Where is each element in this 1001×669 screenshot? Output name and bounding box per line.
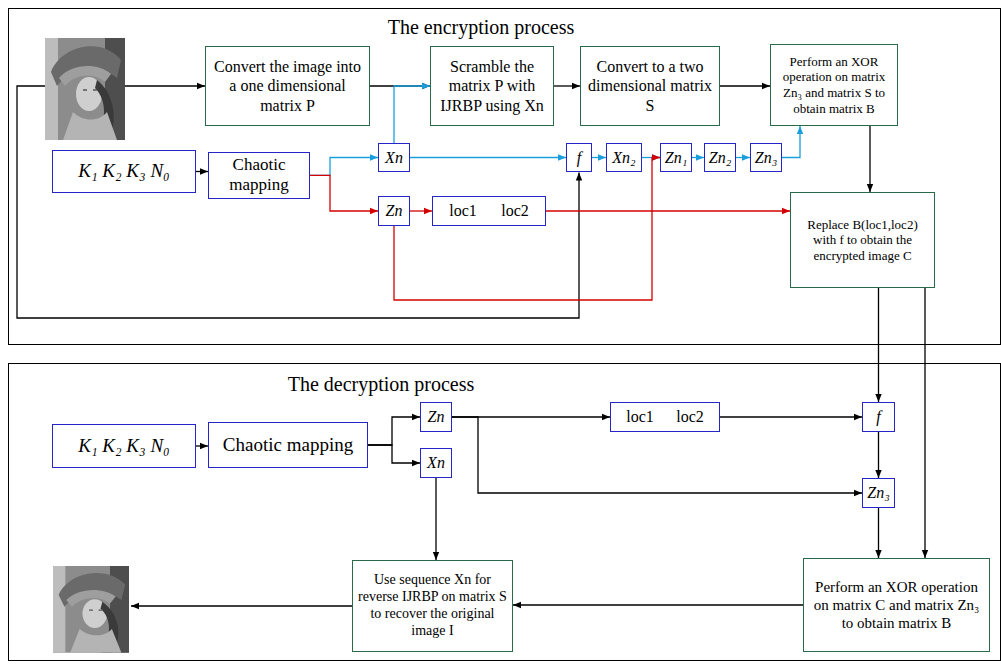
panel-heading: The decryption process [81,372,681,396]
key-box: K₁ K₂ K₃ N₀ [52,150,196,193]
panel-heading: The encryption process [181,15,781,39]
box-text: Xn [385,148,403,167]
box-text: loc1 [626,407,654,426]
arrow-connector [310,158,378,176]
box-text: Perform an XOR operation on matrix Zn₃ a… [775,54,893,116]
box-text: Xn [427,453,445,472]
arrow-connector [878,508,879,558]
output-arrow [131,605,352,606]
arrow-connector [924,288,925,558]
variable-box: Zn [378,196,410,226]
box-text: Zn₃ [755,148,777,167]
box-text: f [876,407,880,426]
arrow-connector [196,445,208,446]
variable-box: Zn₁ [660,143,692,172]
variable-box: f [862,402,895,432]
variable-box: Xn [420,448,452,478]
arrow-connector [546,210,790,211]
mapping-box: Chaotic mapping [208,152,310,199]
arrow-connector [394,86,430,143]
process-box: Perform an XOR operation on matrix C and… [803,558,990,652]
arrow-connector [368,417,420,445]
arrow-connector [736,157,750,158]
arrow-connector [513,604,803,605]
process-panel: The encryption processConvert the image … [8,8,1001,345]
arrow-connector [878,288,879,402]
box-text: loc1 [449,201,477,220]
box-text: Scramble the matrix P with IJRBP using X… [435,57,549,115]
variable-box: f [566,143,592,172]
variable-box: Zn₃ [750,143,782,172]
process-box: Convert to a two dimensional matrix S [580,46,720,126]
box-text: f [577,148,581,167]
arrow-connector [878,432,879,478]
box-text: Convert the image into a one dimensional… [210,57,365,115]
arrow-connector [368,445,420,463]
box-text: Perform an XOR operation on matrix C and… [808,578,985,632]
arrow-connector [310,175,378,211]
variable-box: Zn [420,402,452,432]
arrow-connector [410,210,432,211]
variable-box: Zn₃ [862,478,895,508]
arrow-connector [720,416,862,417]
arrow-connector [196,171,208,172]
process-panel: The decryption process K₁ K₂ K₃ N₀ Chaotic… [8,363,1001,661]
box-text: Xn₂ [612,148,635,167]
box-text: Use sequence Xn for reverse IJRBP on mat… [357,572,508,639]
box-text: loc2 [501,201,529,220]
box-text: Zn [428,407,445,426]
arrow-connector [869,126,870,192]
box-text: Replace B(loc1,loc2) with f to obtain th… [795,217,930,264]
box-text: K₁ K₂ K₃ N₀ [78,435,169,458]
process-box: Replace B(loc1,loc2) with f to obtain th… [790,192,935,288]
mapping-box: Chaotic mapping [208,422,368,468]
variable-box: Xn₂ [606,143,642,172]
arrow-connector [692,157,704,158]
location-box: loc1 loc2 [432,196,546,226]
process-box: Perform an XOR operation on matrix Zn₃ a… [770,44,898,126]
variable-box: Zn₂ [704,143,736,172]
box-text: Convert to a two dimensional matrix S [585,57,715,115]
arrow-connector [394,158,660,301]
lena-photo [53,566,129,653]
key-box: K₁ K₂ K₃ N₀ [52,424,196,468]
process-box: Scramble the matrix P with IJRBP using X… [430,46,554,126]
box-text: Chaotic mapping [223,434,353,457]
image-arrow [125,85,205,86]
process-box: Use sequence Xn for reverse IJRBP on mat… [352,560,513,652]
box-text: Zn₂ [709,148,731,167]
arrow-connector [782,126,800,158]
variable-box: Xn [378,143,410,172]
box-text: Zn₃ [867,483,889,502]
process-box: Convert the image into a one dimensional… [205,46,370,126]
box-text: K₁ K₂ K₃ N₀ [78,160,169,183]
arrow-connector [410,157,566,158]
box-text: Chaotic mapping [213,155,305,196]
lena-photo [45,38,125,140]
arrow-connector [720,85,770,86]
arrow-connector [592,157,606,158]
box-text: Zn [386,201,403,220]
location-box: loc1 loc2 [610,402,720,432]
box-text: Zn₁ [665,148,687,167]
arrow-connector [435,478,436,560]
arrow-connector [554,85,580,86]
box-text: loc2 [676,407,704,426]
